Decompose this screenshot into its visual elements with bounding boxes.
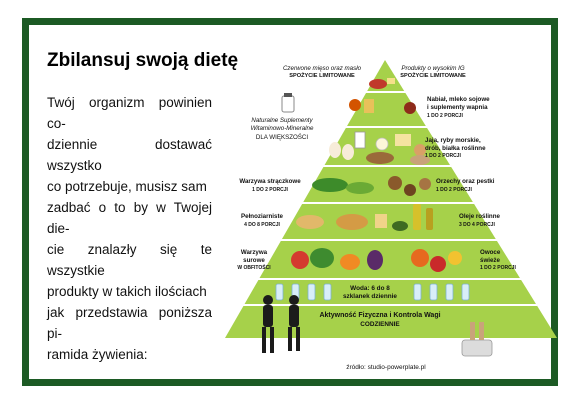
label-line: DLA WIĘKSZOŚCI (256, 133, 309, 141)
intro-line: produkty w takich ilościach (47, 284, 207, 299)
intro-line: jak przedstawia poniższa pi- (47, 305, 212, 341)
label-legumes: Warzywa strączkowe 1 DO 2 PORCJI (239, 178, 301, 193)
label-dairy: Nabiał, mleko sojowe i suplementy wapnia… (427, 96, 490, 119)
label-vegetables: Warzywa surowe W OBFITOŚCI (237, 249, 271, 271)
label-nuts: Orzechy oraz pestki 1 DO 2 PORCJI (436, 178, 495, 193)
intro-line: ramida żywienia: (47, 347, 148, 362)
label-line: 1 DO 2 PORCJI (436, 187, 472, 193)
label-line: Orzechy oraz pestki (436, 178, 495, 185)
intro-line: zadbać o to by w Twojej die- (47, 200, 212, 236)
label-line: świeże (480, 257, 501, 264)
vegetables-icon (291, 248, 383, 270)
protein-icon (329, 142, 430, 165)
intro-line: co potrzebuje, musisz sam (47, 179, 207, 194)
label-line: surowe (243, 257, 265, 264)
label-grains: Pełnoziarniste 4 DO 8 PORCJI (241, 213, 284, 228)
label-line: Jaja, ryby morskie, (425, 137, 481, 144)
label-line: W OBFITOŚCI (237, 264, 271, 271)
label-line: 1 DO 2 PORCJI (480, 265, 516, 271)
supplement-bottle-icon (281, 93, 295, 113)
label-top-right: Produkty o wysokim IG SPOŻYCIE LIMITOWAN… (400, 65, 466, 79)
scale-icon (461, 322, 493, 357)
label-line: Aktywność Fizyczna i Kontrola Wagi (319, 312, 440, 319)
label-line: Owoce (480, 249, 501, 256)
label-top-left: Czerwone mięso oraz masło SPOŻYCIE LIMIT… (283, 65, 362, 79)
label-line: Warzywa (241, 249, 268, 256)
meat-icon (369, 78, 395, 89)
page-title: Zbilansuj swoją dietę (47, 50, 239, 71)
food-illustrations (262, 78, 493, 357)
label-line: 4 DO 8 PORCJI (244, 222, 280, 228)
label-line: Nabiał, mleko sojowe (427, 96, 490, 103)
label-protein: Jaja, ryby morskie, drób, białka roślinn… (425, 137, 486, 159)
label-line: 1 DO 2 PORCJI (252, 187, 288, 193)
oil-bottle-icon (392, 204, 433, 231)
label-line: Naturalne Suplementy (251, 117, 313, 124)
label-line: 1 DO 2 PORCJI (425, 153, 461, 159)
label-line: Pełnoziarniste (241, 213, 284, 220)
dairy-icon (354, 131, 426, 156)
label-fruits: Owoce świeże 1 DO 2 PORCJI (480, 249, 516, 271)
pyramid-shape (225, 60, 557, 338)
tier-separators (233, 91, 537, 306)
intro-line: dziennie dostawać wszystko (47, 137, 212, 173)
intro-line: Twój organizm powinien co- (47, 95, 212, 131)
label-line: SPOŻYCIE LIMITOWANE (289, 72, 355, 79)
runners-icon (262, 295, 300, 353)
label-line: szklanek dziennie (343, 293, 397, 300)
label-line: CODZIENNIE (360, 321, 400, 328)
label-line: Produkty o wysokim IG (401, 65, 464, 72)
label-water: Woda: 6 do 8 szklanek dziennie (343, 285, 397, 300)
sweets-icon (349, 99, 416, 114)
source-credit: źródło: studio-powerplate.pl (346, 364, 426, 371)
label-oils: Oleje roślinne 3 DO 4 PORCJI (459, 213, 500, 228)
label-line: 1 DO 2 PORCJI (427, 113, 463, 119)
label-activity: Aktywność Fizyczna i Kontrola Wagi CODZI… (319, 312, 440, 328)
label-line: Oleje roślinne (459, 213, 500, 220)
label-line: Czerwone mięso oraz masło (283, 65, 362, 72)
intro-paragraph: Twój organizm powinien co- dziennie dost… (47, 92, 212, 365)
label-line: Witaminowo-Mineralne (251, 125, 314, 132)
intro-line: cie znalazły się te wszystkie (47, 242, 212, 278)
label-supplements: Naturalne Suplementy Witaminowo-Mineraln… (251, 117, 314, 141)
label-line: 3 DO 4 PORCJI (459, 222, 495, 228)
label-line: SPOŻYCIE LIMITOWANE (400, 72, 466, 79)
legumes-icon (312, 178, 374, 194)
fruits-icon (411, 249, 462, 272)
label-line: Woda: 6 do 8 (350, 285, 390, 292)
nuts-icon (388, 176, 431, 196)
label-line: Warzywa strączkowe (239, 178, 301, 185)
grains-icon (296, 214, 387, 230)
label-line: i suplementy wapnia (427, 104, 488, 111)
label-line: drób, białka roślinne (425, 145, 486, 152)
